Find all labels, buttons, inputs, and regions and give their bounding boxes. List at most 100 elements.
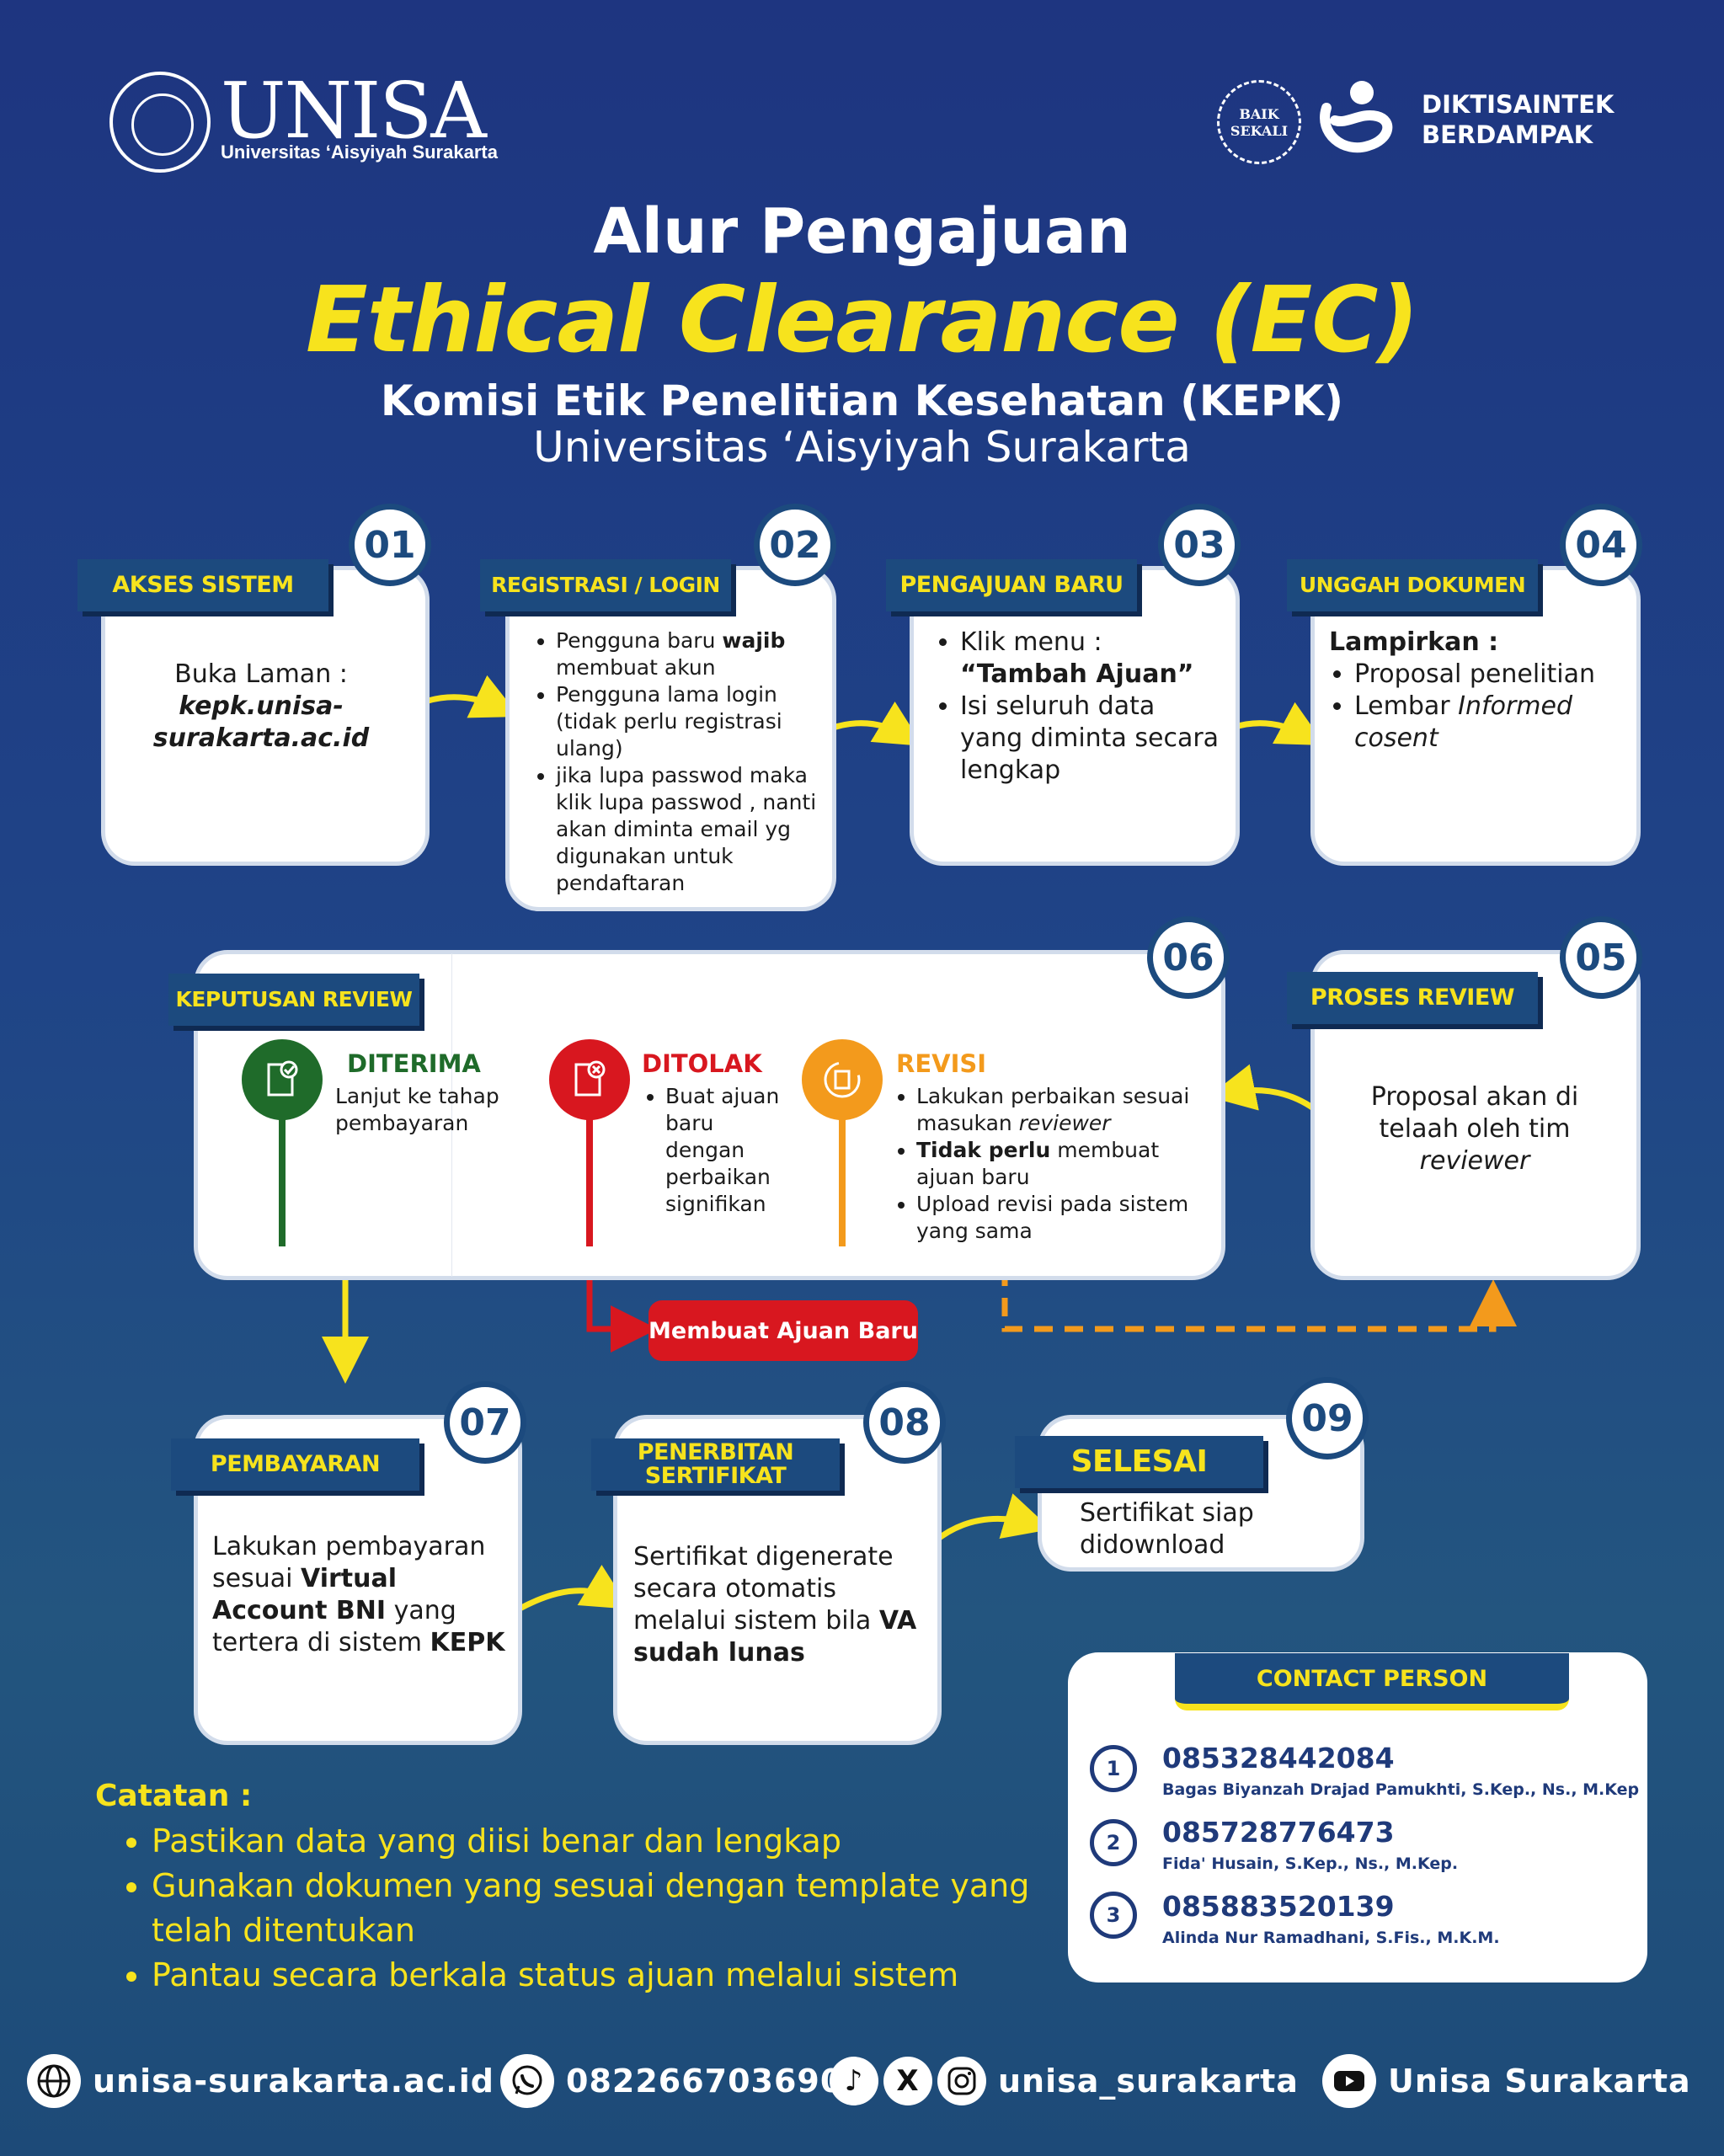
step-01-card [101,566,430,866]
step-02-card [505,566,836,911]
contact-number-2: 2 [1090,1819,1137,1866]
step-08-number: 08 [863,1381,946,1464]
ditolak-item: Buat ajuan baru dengan perbaikan signifi… [665,1083,792,1218]
dikti-line-2: BERDAMPAK [1422,120,1593,149]
step-02-item: Pengguna baru wajib membuat akun [556,627,825,681]
contact-phone-2[interactable]: 085728776473 [1162,1816,1395,1849]
membuat-ajuan-baru-pill: Membuat Ajuan Baru [649,1300,918,1361]
step-02-number: 02 [754,504,836,586]
step-01-text: Buka Laman : [174,659,348,689]
step-03-label: PENGAJUAN BARU [886,559,1137,611]
revisi-icon [802,1039,883,1120]
footer-whatsapp[interactable]: 082266703690 [500,2052,843,2111]
youtube-text: Unisa Surakarta [1388,2063,1691,2100]
youtube-icon [1322,2054,1376,2108]
step-05-label: PROSES REVIEW [1287,972,1538,1024]
whatsapp-text: 082266703690 [566,2063,844,2100]
title-line-2: Ethical Clearance (EC) [306,268,1419,373]
social-handle-text: unisa_surakarta [998,2063,1299,2100]
contact-phone-1[interactable]: 085328442084 [1162,1742,1395,1774]
step-08-body: Sertifikat digenerate secara otomatis me… [633,1542,917,1668]
instagram-icon [937,2057,986,2105]
website-text: unisa-surakarta.ac.id [93,2063,494,2100]
step-03-item: Isi seluruh data yang diminta secara len… [960,691,1221,787]
whatsapp-icon [500,2054,554,2108]
step-03-number: 03 [1158,504,1241,586]
revisi-item: Upload revisi pada sistem yang sama [916,1191,1203,1245]
ditolak-title: DITOLAK [642,1049,762,1078]
step-01-number: 01 [349,504,431,586]
arrow-revisi-05 [1001,1267,1517,1332]
revisi-item: Lakukan perbaikan sesuai masukan reviewe… [916,1083,1203,1137]
diktisaintek-logo-icon [1320,81,1393,153]
step-06-number: 06 [1147,916,1230,999]
step-02-label: REGISTRASI / LOGIN [480,559,731,611]
unisa-seal-logo [109,72,211,173]
diktisaintek-logo-text: DIKTISAINTEK BERDAMPAK [1422,89,1614,150]
note-item: Pantau secara berkala status ajuan melal… [152,1953,1044,1998]
step-08-label: PENERBITAN SERTIFIKAT [591,1438,840,1491]
title-line-3: Komisi Etik Penelitian Kesehatan (KEPK) [380,376,1344,425]
revisi-title: REVISI [896,1049,987,1078]
step-01-body: Buka Laman : kepk.unisa-surakarta.ac.id [126,659,396,755]
step-04-lead: Lampirkan : [1329,627,1499,657]
ditolak-icon [549,1039,630,1120]
note-item: Gunakan dokumen yang sesuai dengan templ… [152,1864,1044,1953]
revisi-item: Tidak perlu membuat ajuan baru [916,1137,1203,1191]
title-line-1: Alur Pengajuan [593,195,1131,268]
footer-social[interactable]: ♪ X unisa_surakarta [830,2052,1299,2111]
step-07-number: 07 [444,1381,526,1464]
step-07-body: Lakukan pembayaran sesuai Virtual Accoun… [212,1532,505,1657]
step-02-body: Pengguna baru wajib membuat akun Penggun… [531,627,825,897]
step-05-reviewer: reviewer [1419,1146,1530,1176]
step-02-item: jika lupa passwod maka klik lupa passwod… [556,762,825,897]
step-04-card [1310,566,1641,866]
footer-youtube[interactable]: Unisa Surakarta [1322,2052,1691,2111]
contact-name-3: Alinda Nur Ramadhani, S.Fis., M.K.M. [1162,1929,1500,1947]
diterima-line [279,1117,286,1246]
arrow-05-06 [1208,1064,1321,1114]
step-01-label: AKSES SISTEM [77,559,328,611]
step-05-text: Proposal akan di telaah oleh tim [1370,1082,1579,1144]
step-04-number: 04 [1560,504,1642,586]
note-item: Pastikan data yang diisi benar dan lengk… [152,1819,1044,1864]
ditolak-body: Buat ajuan baru dengan perbaikan signifi… [640,1083,792,1218]
step-03-body: Klik menu :“Tambah Ajuan” Isi seluruh da… [935,627,1221,787]
globe-icon [27,2054,81,2108]
contact-person-title: CONTACT PERSON [1175,1653,1569,1710]
step-03-item: Klik menu :“Tambah Ajuan” [960,627,1221,691]
kepk-link[interactable]: kepk.unisa-surakarta.ac.id [152,691,370,753]
step-06-divider [451,953,452,1277]
diterima-text: Lanjut ke tahap pembayaran [335,1084,499,1135]
footer-website[interactable]: unisa-surakarta.ac.id [27,2052,494,2111]
notes-title: Catatan : [95,1779,253,1813]
diterima-icon [242,1039,323,1120]
revisi-line [839,1117,846,1246]
revisi-body: Lakukan perbaikan sesuai masukan reviewe… [891,1083,1203,1245]
step-04-item: Lembar Informed cosent [1354,691,1632,755]
step-09-number: 09 [1286,1377,1369,1460]
contact-name-2: Fida' Husain, S.Kep., Ns., M.Kep. [1162,1854,1459,1873]
contact-number-3: 3 [1090,1892,1137,1939]
unisa-logo-subtitle: Universitas ‘Aisyiyah Surakarta [221,141,498,163]
step-03-card [910,566,1240,866]
step-04-body: Lampirkan : Proposal penelitian Lembar I… [1329,627,1632,755]
ditolak-line [586,1117,593,1246]
step-02-item: Pengguna lama login (tidak perlu registr… [556,681,825,762]
title-line-4: Universitas ‘Aisyiyah Surakarta [533,423,1191,472]
step-04-item: Proposal penelitian [1354,659,1632,691]
tiktok-icon: ♪ [830,2057,878,2105]
unisa-logo-name: UNISA [221,66,487,156]
notes-list: Pastikan data yang diisi benar dan lengk… [118,1819,1044,1998]
step-05-body: Proposal akan di telaah oleh tim reviewe… [1344,1081,1605,1177]
step-05-number: 05 [1560,916,1642,999]
step-09-label: SELESAI [1015,1436,1263,1488]
arrow-08-09 [932,1493,1052,1544]
x-twitter-icon: X [883,2057,932,2105]
contact-name-1: Bagas Biyanzah Drajad Pamukhti, S.Kep., … [1162,1780,1640,1799]
step-04-label: UNGGAH DOKUMEN [1287,559,1538,611]
diterima-title: DITERIMA [347,1049,481,1078]
step-07-label: PEMBAYARAN [171,1438,419,1491]
contact-phone-3[interactable]: 085883520139 [1162,1890,1395,1923]
step-09-body: Sertifikat siap didownload [1080,1498,1254,1560]
